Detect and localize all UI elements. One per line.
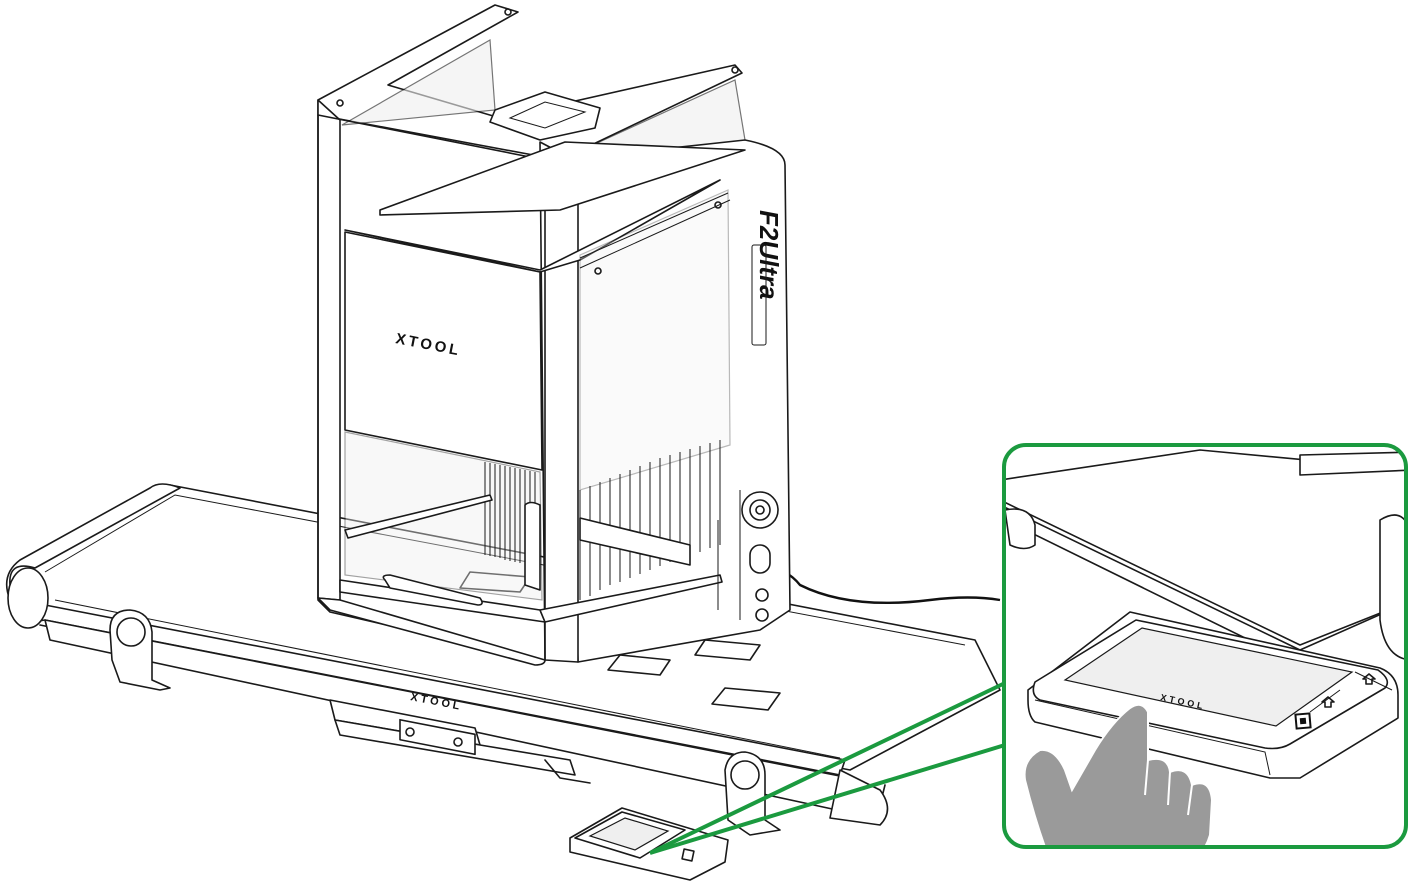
callout-border [1002,443,1408,849]
hand-pointer-icon [1023,703,1214,847]
material-piece [459,571,531,593]
material-piece [711,687,781,711]
up-arrow-icon [1362,673,1376,685]
stop-square-icon [1294,712,1312,730]
model-label: F2Ultra [754,210,784,300]
control-panel-screen [1063,627,1354,727]
material-piece [607,654,671,676]
conveyor-belt: XTOOL [5,483,1001,836]
control-panel-small [569,807,729,881]
zoom-callout: XTOOL [1002,443,1408,849]
rotary-knob [741,491,779,529]
material-piece [694,639,761,661]
laser-machine: XTOOL [317,4,791,666]
callout-connector [649,681,1006,855]
front-lid [344,231,543,471]
